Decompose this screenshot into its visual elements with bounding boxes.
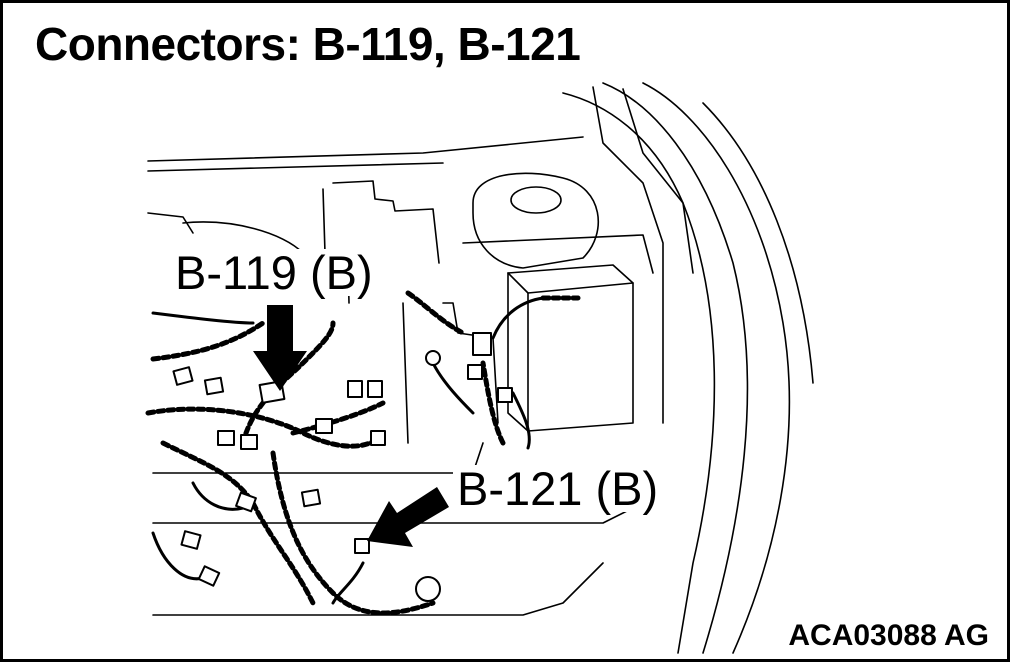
callout-b119-label: B-119 (B) xyxy=(171,249,377,296)
engine-bay-line-drawing xyxy=(145,82,814,654)
arrows xyxy=(253,305,449,547)
page-title: Connectors: B-119, B-121 xyxy=(35,18,581,70)
fender-outline xyxy=(562,82,814,654)
callout-b121-label: B-121 (B) xyxy=(453,465,663,512)
relay-box-outline xyxy=(402,264,634,444)
figure-reference-code: ACA03088 AG xyxy=(788,619,989,652)
arrow-b119 xyxy=(253,305,307,391)
arrow-b121 xyxy=(367,487,449,547)
connectors xyxy=(172,332,513,602)
